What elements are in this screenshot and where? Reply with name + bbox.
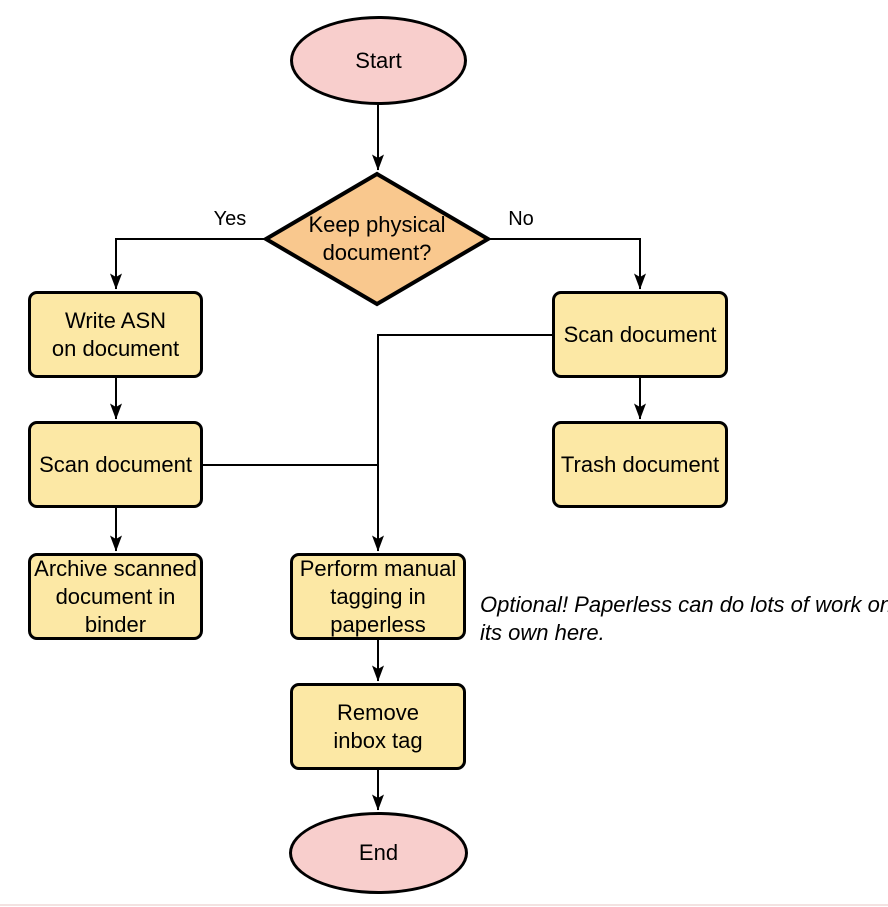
node-remove-inbox-tag: Remove inbox tag <box>290 683 466 770</box>
node-start: Start <box>290 16 467 105</box>
note-line: its own here. <box>480 619 605 645</box>
node-label-line: Trash document <box>560 451 720 477</box>
node-label-line: Scan document <box>39 451 192 477</box>
decision-diamond-shape <box>262 171 492 307</box>
optional-note: Optional! Paperless can do lots of work … <box>480 591 888 646</box>
bottom-divider <box>0 904 888 906</box>
node-start-label: Start <box>355 47 402 73</box>
node-archive-binder: Archive scanned document in binder <box>28 553 203 640</box>
edge-label-no: No <box>508 208 534 230</box>
edge-decision-to-write-asn <box>110 238 265 290</box>
node-label-line: Scan document <box>563 321 717 347</box>
node-manual-tagging: Perform manual tagging in paperless <box>290 553 466 640</box>
edge-scan-right-to-tagging <box>372 334 552 552</box>
decision-label-line: document? <box>322 240 432 265</box>
node-decision-label: Keep physical document? <box>297 211 457 267</box>
node-label-line: document in <box>55 583 176 609</box>
node-write-asn: Write ASN on document <box>28 291 203 378</box>
edge-decision-to-scan-right <box>489 238 646 290</box>
node-label-line: binder <box>84 611 147 637</box>
node-label-line: Write ASN <box>64 307 167 333</box>
node-end-label: End <box>358 840 399 865</box>
decision-label-line: Keep physical <box>308 212 446 237</box>
edge-label-yes: Yes <box>213 208 247 230</box>
node-label-line: Perform manual <box>299 555 457 581</box>
node-label-line: on document <box>51 335 180 361</box>
node-label-line: tagging in <box>330 583 426 609</box>
node-trash-document: Trash document <box>552 421 728 508</box>
node-label-line: Remove <box>337 699 419 725</box>
node-scan-document-left: Scan document <box>28 421 203 508</box>
note-line: Optional! Paperless can do lots of work … <box>480 592 888 617</box>
node-label-line: Archive scanned <box>34 555 197 581</box>
node-scan-document-right: Scan document <box>552 291 728 378</box>
node-end: End <box>289 812 468 894</box>
node-label-line: paperless <box>330 611 426 637</box>
node-label-line: inbox tag <box>333 727 423 753</box>
